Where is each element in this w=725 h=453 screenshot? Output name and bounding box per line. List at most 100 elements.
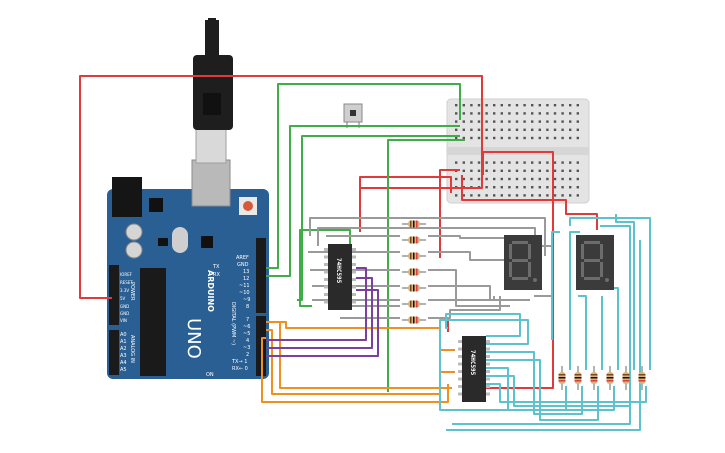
wire-cyan-3[interactable] [486,351,583,415]
analog-a2: A2 [120,346,127,352]
pin-8: 8 [246,304,249,310]
resistor[interactable] [558,366,566,390]
pin-aref: AREF [236,255,249,261]
pwr-gnd2: GND [120,311,129,316]
wire-red-5v[interactable] [79,75,483,299]
arduino-brand: ARDUINO [206,270,215,312]
wire-cyan-10[interactable] [569,231,580,370]
pin-7: 7 [246,317,249,323]
resistor[interactable] [622,366,630,390]
pin-12: 12 [243,276,249,282]
pin-13: 13 [243,269,249,275]
resistor[interactable] [402,268,426,276]
wire-gray-10[interactable] [428,235,510,239]
label-power: POWER [129,282,135,301]
wire-gray-13[interactable] [428,285,530,301]
seven-segment-display-right[interactable] [576,235,614,290]
wire-cyan-8[interactable] [446,240,641,431]
wire-red-bb5[interactable] [461,175,598,230]
pwr-gnd1: GND [120,304,129,309]
arduino-uno-board[interactable]: ARDUINO UNO TX RX ON AREF GND 13 12 ~11 … [107,18,269,379]
wire-green-gnd[interactable] [266,83,461,269]
breadboard-holes [455,104,579,197]
analog-a0: A0 [120,332,127,338]
resistor[interactable] [402,284,426,292]
power-header [109,265,119,325]
label-tx: TX [212,264,220,270]
analog-header [109,330,119,375]
pin-11: ~11 [239,283,250,289]
wire-cyan-15[interactable] [569,217,651,370]
pwr-3v3: 3.3V [120,288,129,293]
pin-1: TX→ 1 [231,359,247,365]
digital-header-top [256,238,266,313]
wire-cyan-4[interactable] [486,359,599,421]
wire-gray-1[interactable] [309,217,546,256]
wire-cyan-16[interactable] [551,231,560,340]
wire-cyan-11[interactable] [578,295,587,370]
resistor-row-bottom [558,366,646,390]
analog-a1: A1 [120,339,127,345]
wire-green-bb[interactable] [387,139,465,392]
power-jack [112,177,142,217]
wire-green-rst[interactable] [299,229,351,307]
pin-9: ~9 [243,297,250,303]
shift-register-bottom[interactable]: 74HC595 [458,336,490,402]
wire-cyan-13[interactable] [612,287,619,370]
pin-gnd: GND [237,262,249,268]
wire-purple-3[interactable] [266,289,379,357]
wire-gray-15[interactable] [428,296,501,319]
pwr-vin: VIN [120,318,127,323]
pin-10: ~10 [239,290,250,296]
pwr-reset: RESET [120,280,133,285]
shift-register-top[interactable]: 74HC595 [324,244,356,310]
pushbutton[interactable] [343,103,363,128]
wire-orange-2[interactable] [266,329,455,395]
pin-0: RX← 0 [232,366,248,372]
pwr-5v: 5V [120,296,126,301]
analog-a4: A4 [120,360,127,366]
reset-button[interactable] [243,201,253,211]
pin-2: 2 [246,352,249,358]
analog-a5: A5 [120,367,127,373]
wire-red-bb3[interactable] [482,151,554,389]
chip-label-bottom: 74HC595 [469,350,476,376]
label-rx: RX [213,272,220,278]
pin-3: ~3 [243,345,250,351]
wire-cyan-1[interactable] [445,313,521,337]
pin-5: ~5 [243,331,250,337]
wire-green-13[interactable] [266,125,460,277]
pin-4: 4 [246,338,249,344]
resistor-column-top [402,220,426,324]
resistor[interactable] [638,366,646,390]
usb-cable [193,55,233,130]
resistor[interactable] [402,316,426,324]
arduino-model: UNO [183,318,204,359]
resistor[interactable] [574,366,582,390]
pwr-ioref: IOREF [120,272,133,277]
resistor[interactable] [606,366,614,390]
resistor[interactable] [402,220,426,228]
wire-gray-11[interactable] [428,251,505,261]
resistor[interactable] [402,236,426,244]
analog-a3: A3 [120,353,127,359]
wire-cyan-9[interactable] [452,225,631,425]
label-digital: DIGITAL (PWM ~) [230,302,236,345]
wire-cyan-7[interactable] [486,383,647,403]
wire-gray-12[interactable] [428,269,510,307]
chip-label-top: 74HC595 [335,258,342,284]
label-on: ON [206,372,214,378]
resistor[interactable] [402,300,426,308]
wire-orange-1[interactable] [266,321,455,351]
wire-purple-2[interactable] [266,277,373,349]
label-analog: ANALOG IN [129,335,135,363]
wire-orange-3[interactable] [261,337,449,403]
seven-segment-display-left[interactable] [504,235,542,290]
resistor[interactable] [590,366,598,390]
wire-red-bb2[interactable] [359,176,452,232]
resistor[interactable] [402,252,426,260]
atmega-chip [140,268,166,376]
wire-gray-14[interactable] [428,296,495,301]
wire-purple-1[interactable] [266,267,367,341]
